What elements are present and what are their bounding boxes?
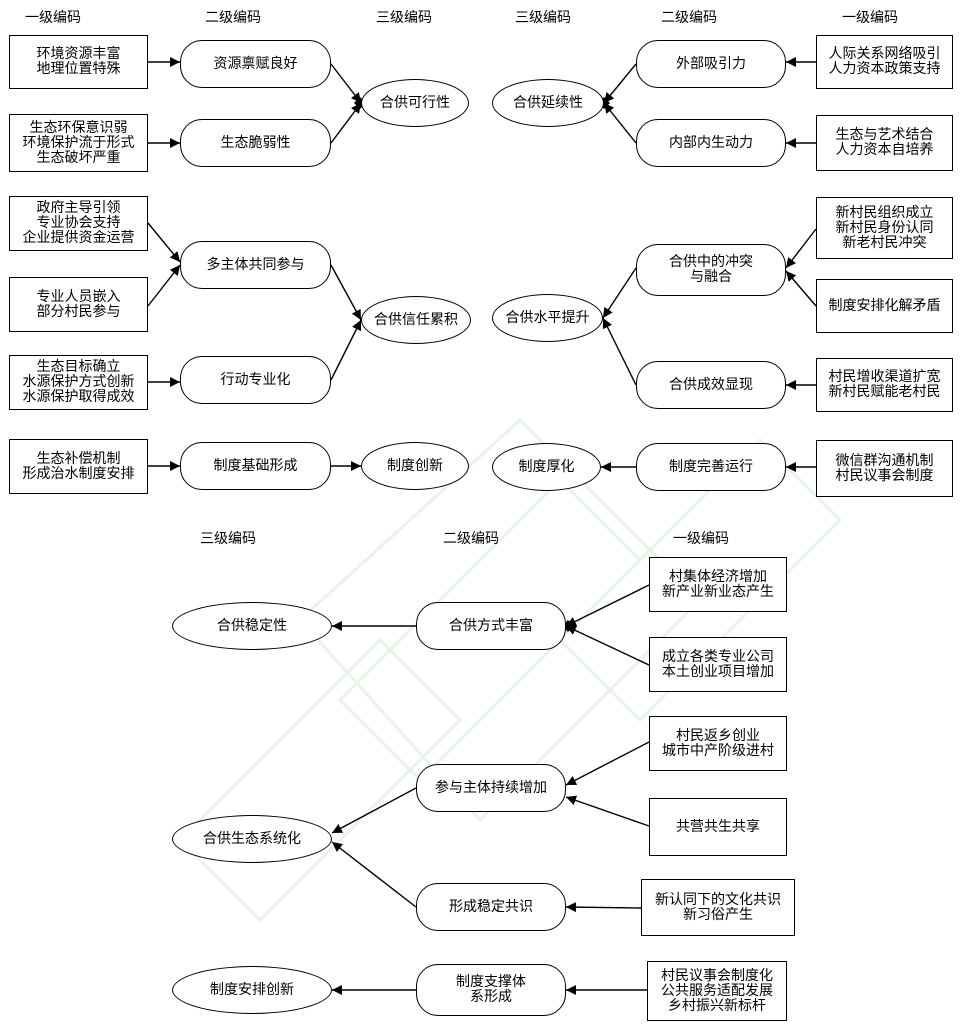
header-level2-right: 二级编码	[661, 10, 717, 26]
l1-council-institutionalized: 村民议事会制度化 公共服务适配发展 乡村振兴新标杆	[647, 961, 787, 1021]
l2-conflict-fusion: 合供中的冲突 与融合	[636, 244, 786, 296]
header-level3-right: 三级编码	[515, 10, 571, 26]
l2-stable-consensus: 形成稳定共识	[416, 883, 566, 931]
l3-ecosystem: 合供生态系统化	[172, 815, 332, 863]
l2-internal-drive: 内部内生动力	[636, 119, 786, 167]
l3-trust: 合供信任累积	[361, 296, 471, 344]
l1-professionals: 专业人员嵌入 部分村民参与	[9, 277, 148, 332]
l1-professional-companies: 成立各类专业公司 本土创业项目增加	[649, 637, 787, 692]
l1-return-home: 村民返乡创业 城市中产阶级进村	[649, 716, 787, 771]
l1-government-led: 政府主导引领 专业协会支持 企业提供资金运营	[9, 196, 148, 251]
l1-eco-art: 生态与艺术结合 人力资本自培养	[816, 115, 953, 171]
l3-stability: 合供稳定性	[172, 602, 332, 650]
header-level2-bottom: 二级编码	[443, 531, 499, 547]
l1-collective-economy: 村集体经济增加 新产业新业态产生	[649, 557, 787, 612]
l2-professionalization: 行动专业化	[180, 356, 331, 404]
l1-new-villagers: 新村民组织成立 新村民身份认同 新老村民冲突	[816, 197, 953, 259]
l2-multi-actor: 多主体共同参与	[180, 241, 331, 289]
l1-eco-goals: 生态目标确立 水源保护方式创新 水源保护取得成效	[9, 355, 148, 410]
l2-participants-increase: 参与主体持续增加	[416, 764, 566, 812]
l2-resource-endowment: 资源禀赋良好	[180, 40, 331, 88]
l2-visible-effect: 合供成效显现	[636, 361, 786, 409]
l1-resolve-conflicts: 制度安排化解矛盾	[816, 279, 953, 333]
l2-support-system: 制度支撑体 系形成	[416, 964, 566, 1016]
l1-eco-awareness: 生态环保意识弱 环境保护流于形式 生态破坏严重	[9, 114, 148, 172]
l1-wechat-council: 微信群沟通机制 村民议事会制度	[816, 440, 953, 497]
l1-income-channels: 村民增收渠道扩宽 新村民赋能老村民	[816, 358, 953, 412]
header-level2-left: 二级编码	[205, 10, 261, 26]
l2-diverse-methods: 合供方式丰富	[416, 602, 566, 650]
l3-level-upgrade: 合供水平提升	[492, 294, 603, 342]
l2-institution-operation: 制度完善运行	[636, 443, 786, 491]
header-level3-left: 三级编码	[376, 10, 432, 26]
l1-eco-compensation: 生态补偿机制 形成治水制度安排	[9, 439, 148, 494]
header-level1-right: 一级编码	[842, 10, 898, 26]
l2-institutional-basis: 制度基础形成	[180, 442, 331, 490]
l3-institution-thickening: 制度厚化	[492, 443, 601, 491]
l2-eco-fragility: 生态脆弱性	[180, 119, 331, 167]
l3-continuity: 合供延续性	[492, 79, 604, 127]
l3-institution-arrangement: 制度安排创新	[172, 966, 332, 1014]
l1-resource-location: 环境资源丰富 地理位置特殊	[9, 35, 148, 89]
header-level1-bottom: 一级编码	[673, 531, 729, 547]
header-level3-bottom: 三级编码	[200, 531, 256, 547]
l1-network-attraction: 人际关系网络吸引 人力资本政策支持	[816, 35, 953, 89]
l1-co-operate: 共营共生共享	[649, 798, 787, 856]
l3-feasibility: 合供可行性	[361, 79, 469, 127]
header-level1-left: 一级编码	[25, 10, 81, 26]
l3-institutional-innovation: 制度创新	[361, 442, 469, 490]
l2-external-attraction: 外部吸引力	[636, 40, 786, 88]
l1-cultural-consensus: 新认同下的文化共识 新习俗产生	[641, 879, 795, 936]
